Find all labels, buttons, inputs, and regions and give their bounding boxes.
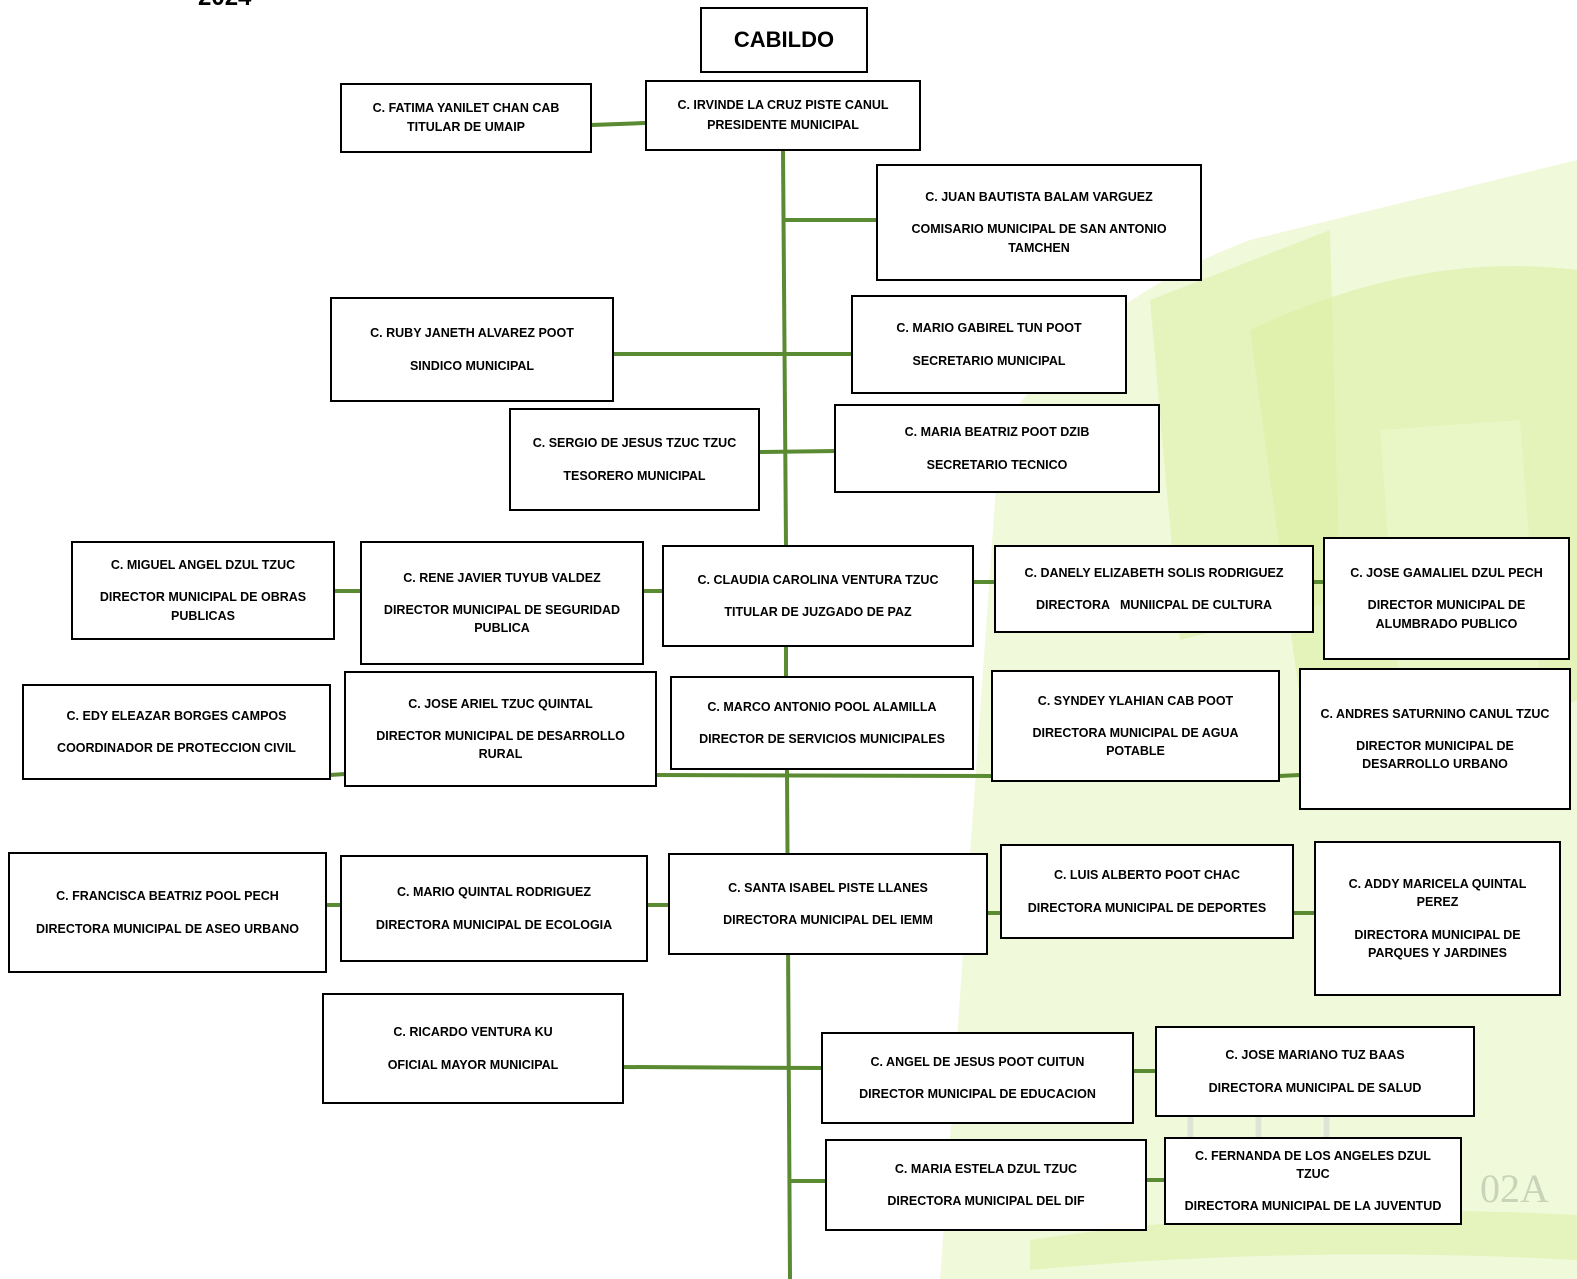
box-juventud: C. FERNANDA DE LOS ANGELES DZUL TZUC DIR… xyxy=(1164,1137,1462,1225)
president-name: C. IRVINDE LA CRUZ PISTE CANUL xyxy=(677,98,889,113)
comisario-role: COMISARIO MUNICIPAL DE SAN ANTONIO TAMCH… xyxy=(911,222,1167,255)
box-sindico: C. RUBY JANETH ALVAREZ POOT SINDICO MUNI… xyxy=(330,297,614,402)
dif-name: C. MARIA ESTELA DZUL TZUC xyxy=(894,1161,1078,1176)
box-urbano: C. ANDRES SATURNINO CANUL TZUC DIRECTOR … xyxy=(1299,668,1571,810)
parques-name: C. ADDY MARICELA QUINTAL PEREZ xyxy=(1348,877,1527,910)
box-educacion: C. ANGEL DE JESUS POOT CUITUN DIRECTOR M… xyxy=(821,1032,1134,1124)
box-president: C. IRVINDE LA CRUZ PISTE CANUL PRESIDENT… xyxy=(645,80,921,151)
educacion-name: C. ANGEL DE JESUS POOT CUITUN xyxy=(870,1054,1085,1069)
box-juzgado: C. CLAUDIA CAROLINA VENTURA TZUC TITULAR… xyxy=(662,545,974,647)
juventud-name: C. FERNANDA DE LOS ANGELES DZUL TZUC xyxy=(1195,1148,1431,1181)
box-salud: C. JOSE MARIANO TUZ BAAS DIRECTORA MUNIC… xyxy=(1155,1026,1475,1117)
servicios-name: C. MARCO ANTONIO POOL ALAMILLA xyxy=(707,699,937,714)
oficial-name: C. RICARDO VENTURA KU xyxy=(393,1025,553,1040)
box-rural: C. JOSE ARIEL TZUC QUINTAL DIRECTOR MUNI… xyxy=(344,671,657,787)
box-oficial: C. RICARDO VENTURA KU OFICIAL MAYOR MUNI… xyxy=(322,993,624,1104)
educacion-role: DIRECTOR MUNICIPAL DE EDUCACION xyxy=(859,1087,1096,1101)
aseo-role: DIRECTORA MUNICIPAL DE ASEO URBANO xyxy=(36,921,299,936)
cultura-name: C. DANELY ELIZABETH SOLIS RODRIGUEZ xyxy=(1024,565,1284,580)
sec-tecnico-role: SECRETARIO TECNICO xyxy=(926,457,1068,472)
box-tesorero: C. SERGIO DE JESUS TZUC TZUC TESORERO MU… xyxy=(509,408,760,511)
sindico-role: SINDICO MUNICIPAL xyxy=(409,358,535,373)
dif-role: DIRECTORA MUNICIPAL DEL DIF xyxy=(887,1194,1085,1208)
box-obras: C. MIGUEL ANGEL DZUL TZUC DIRECTOR MUNIC… xyxy=(71,541,335,640)
cabildo-title-text: CABILDO xyxy=(733,27,835,53)
box-aseo: C. FRANCISCA BEATRIZ POOL PECH DIRECTORA… xyxy=(8,852,327,973)
ecologia-name: C. MARIO QUINTAL RODRIGUEZ xyxy=(397,885,591,900)
juzgado-name: C. CLAUDIA CAROLINA VENTURA TZUC xyxy=(697,572,939,587)
ecologia-role: DIRECTORA MUNICIPAL DE ECOLOGIA xyxy=(375,917,613,932)
box-ecologia: C. MARIO QUINTAL RODRIGUEZ DIRECTORA MUN… xyxy=(340,855,648,962)
oficial-role: OFICIAL MAYOR MUNICIPAL xyxy=(387,1057,559,1072)
box-seguridad: C. RENE JAVIER TUYUB VALDEZ DIRECTOR MUN… xyxy=(360,541,644,665)
obras-role: DIRECTOR MUNICIPAL DE OBRAS PUBLICAS xyxy=(99,590,307,623)
box-servicios: C. MARCO ANTONIO POOL ALAMILLA DIRECTOR … xyxy=(670,676,974,770)
urbano-name: C. ANDRES SATURNINO CANUL TZUC xyxy=(1320,706,1550,721)
box-deportes: C. LUIS ALBERTO POOT CHAC DIRECTORA MUNI… xyxy=(1000,844,1294,939)
juzgado-role: TITULAR DE JUZGADO DE PAZ xyxy=(724,605,912,619)
box-umaip: C. FATIMA YANILET CHAN CAB TITULAR DE UM… xyxy=(340,83,592,153)
header-fragment: 2024 xyxy=(198,0,251,12)
rural-name: C. JOSE ARIEL TZUC QUINTAL xyxy=(408,696,593,711)
secretario-role: SECRETARIO MUNICIPAL xyxy=(912,353,1066,368)
sindico-name: C. RUBY JANETH ALVAREZ POOT xyxy=(370,326,574,341)
box-iemm: C. SANTA ISABEL PISTE LLANES DIRECTORA M… xyxy=(668,853,988,955)
box-agua: C. SYNDEY YLAHIAN CAB POOT DIRECTORA MUN… xyxy=(991,670,1280,782)
salud-role: DIRECTORA MUNICIPAL DE SALUD xyxy=(1208,1080,1422,1095)
alumbrado-name: C. JOSE GAMALIEL DZUL PECH xyxy=(1350,566,1543,581)
urbano-role: DIRECTOR MUNICIPAL DE DESARROLLO URBANO xyxy=(1356,738,1514,772)
rural-role: DIRECTOR MUNICIPAL DE DESARROLLO RURAL xyxy=(376,728,625,762)
parques-role: DIRECTORA MUNICIPAL DE PARQUES Y JARDINE… xyxy=(1354,927,1521,960)
obras-name: C. MIGUEL ANGEL DZUL TZUC xyxy=(110,558,296,573)
umaip-name: C. FATIMA YANILET CHAN CAB xyxy=(372,100,560,115)
servicios-role: DIRECTOR DE SERVICIOS MUNICIPALES xyxy=(699,732,945,746)
juventud-role: DIRECTORA MUNICIPAL DE LA JUVENTUD xyxy=(1184,1199,1442,1214)
comisario-name: C. JUAN BAUTISTA BALAM VARGUEZ xyxy=(925,190,1153,205)
iemm-name: C. SANTA ISABEL PISTE LLANES xyxy=(728,880,928,895)
box-alumbrado: C. JOSE GAMALIEL DZUL PECH DIRECTOR MUNI… xyxy=(1323,537,1570,660)
aseo-name: C. FRANCISCA BEATRIZ POOL PECH xyxy=(56,889,279,904)
alumbrado-role: DIRECTOR MUNICIPAL DE ALUMBRADO PUBLICO xyxy=(1367,598,1526,631)
seguridad-name: C. RENE JAVIER TUYUB VALDEZ xyxy=(403,570,601,585)
salud-name: C. JOSE MARIANO TUZ BAAS xyxy=(1225,1048,1405,1063)
cultura-role: DIRECTORA MUNIICPAL DE CULTURA xyxy=(1035,598,1273,612)
watermark-year: 02A xyxy=(1480,1166,1549,1211)
cabildo-title: CABILDO xyxy=(700,7,868,73)
secretario-name: C. MARIO GABIREL TUN POOT xyxy=(896,321,1082,336)
box-comisario: C. JUAN BAUTISTA BALAM VARGUEZ COMISARIO… xyxy=(876,164,1202,281)
box-proteccion: C. EDY ELEAZAR BORGES CAMPOS COORDINADOR… xyxy=(22,684,331,780)
sec-tecnico-name: C. MARIA BEATRIZ POOT DZIB xyxy=(904,425,1090,440)
umaip-role: TITULAR DE UMAIP xyxy=(406,120,526,134)
iemm-role: DIRECTORA MUNICIPAL DEL IEMM xyxy=(723,913,933,927)
box-cultura: C. DANELY ELIZABETH SOLIS RODRIGUEZ DIRE… xyxy=(994,545,1314,633)
proteccion-role: COORDINADOR DE PROTECCION CIVIL xyxy=(57,741,296,755)
seguridad-role: DIRECTOR MUNICIPAL DE SEGURIDAD PUBLICA xyxy=(383,602,621,636)
deportes-name: C. LUIS ALBERTO POOT CHAC xyxy=(1053,868,1241,883)
tesorero-name: C. SERGIO DE JESUS TZUC TZUC xyxy=(532,436,737,451)
tesorero-role: TESORERO MUNICIPAL xyxy=(563,468,706,483)
box-secretario: C. MARIO GABIREL TUN POOT SECRETARIO MUN… xyxy=(851,295,1127,394)
agua-role: DIRECTORA MUNICIPAL DE AGUA POTABLE xyxy=(1032,725,1239,759)
agua-name: C. SYNDEY YLAHIAN CAB POOT xyxy=(1037,693,1234,708)
box-dif: C. MARIA ESTELA DZUL TZUC DIRECTORA MUNI… xyxy=(825,1139,1147,1231)
proteccion-name: C. EDY ELEAZAR BORGES CAMPOS xyxy=(66,708,287,723)
president-role: PRESIDENTE MUNICIPAL xyxy=(707,117,859,132)
box-secretario-tecnico: C. MARIA BEATRIZ POOT DZIB SECRETARIO TE… xyxy=(834,404,1160,493)
box-parques: C. ADDY MARICELA QUINTAL PEREZ DIRECTORA… xyxy=(1314,841,1561,996)
deportes-role: DIRECTORA MUNICIPAL DE DEPORTES xyxy=(1027,900,1267,915)
